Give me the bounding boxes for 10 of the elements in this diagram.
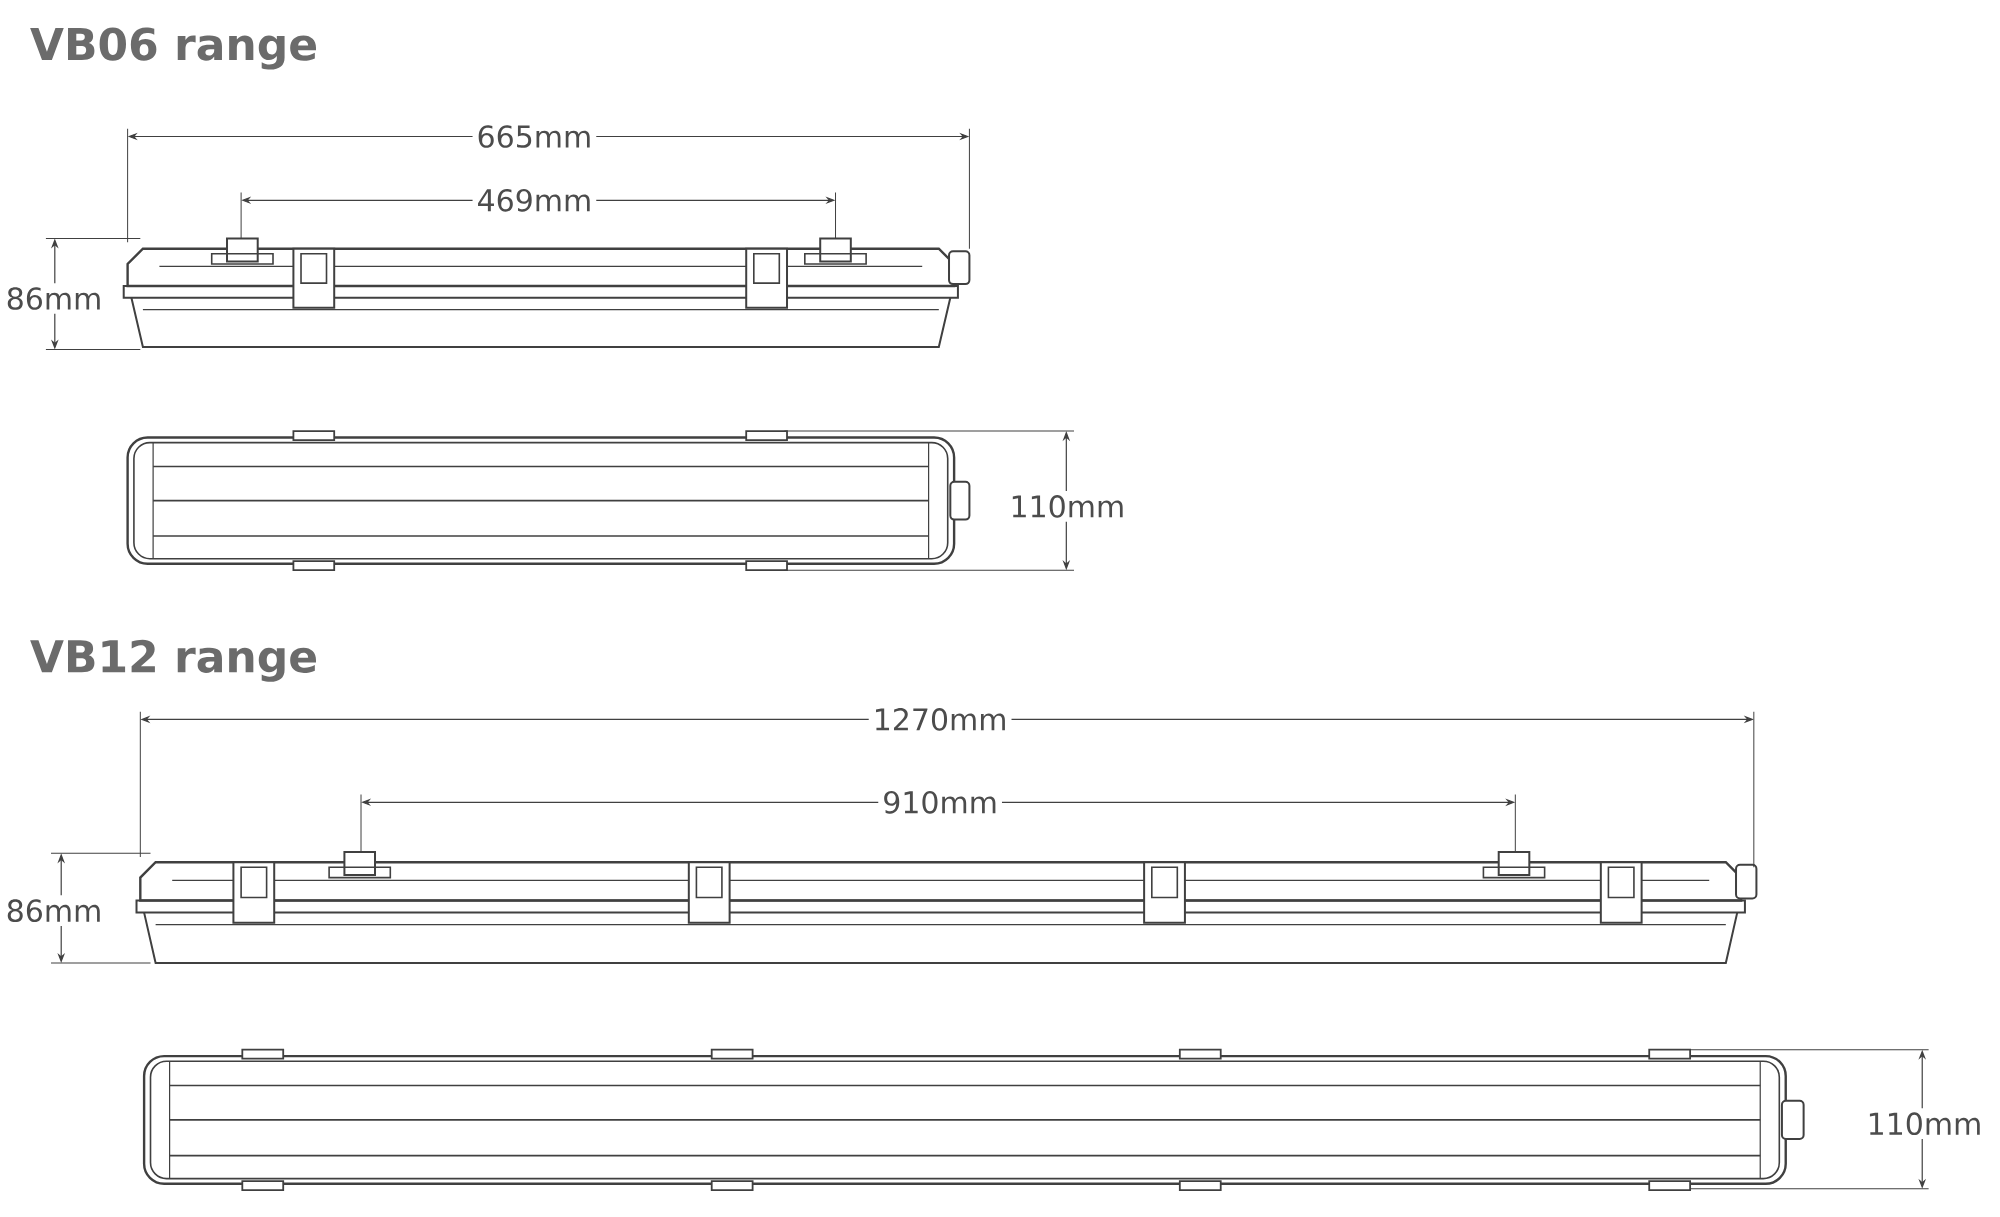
dimension-label: 910mm [878,786,1002,818]
dimension-label: 665mm [472,121,597,152]
dimension-label: 110mm [1862,1108,1987,1140]
dimension-label: 86mm [1,283,107,314]
dimension-label: 469mm [472,184,597,216]
dimension-label: 110mm [1005,491,1130,522]
dimension-label: 1270mm [868,704,1012,735]
heading: VB12 range [25,635,323,686]
dimension-label: 86mm [1,895,107,927]
heading: VB06 range [25,23,323,74]
